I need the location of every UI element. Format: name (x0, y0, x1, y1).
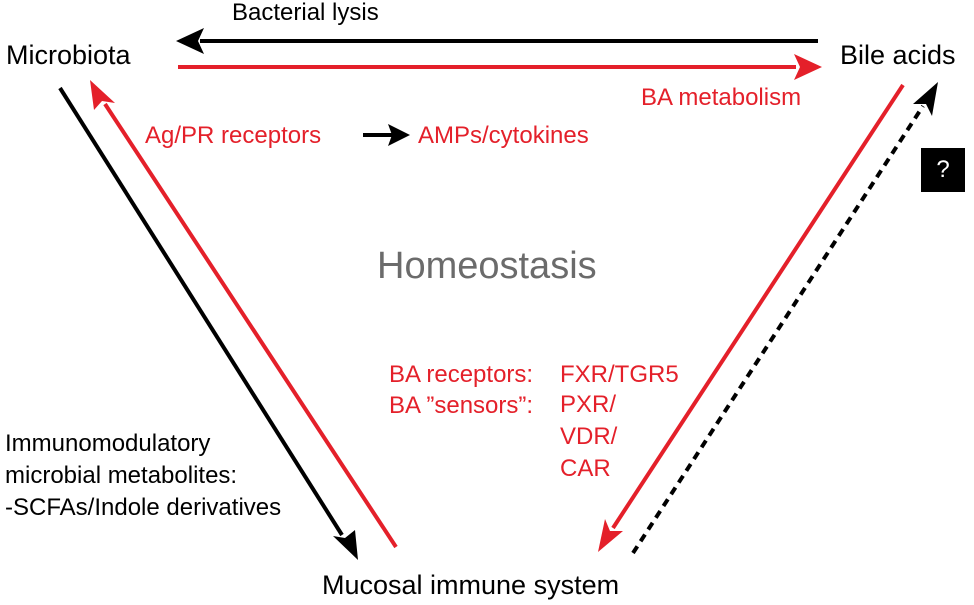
sensor-list: PXR/ VDR/ CAR (560, 389, 617, 485)
immunomodulatory-metabolites-text: Immunomodulatory microbial metabolites: … (5, 428, 281, 524)
node-bile-acids: Bile acids (840, 40, 956, 70)
text-line: -SCFAs/Indole derivatives (5, 494, 282, 521)
node-microbiota: Microbiota (6, 40, 131, 70)
label-ba-sensors: BA ”sensors”: (389, 392, 534, 419)
node-mucosal-immune-system: Mucosal immune system (322, 570, 620, 600)
arrow-bacterial-lysis (176, 28, 818, 54)
arrow-bileacids-to-immune (598, 83, 905, 552)
center-label-homeostasis: Homeostasis (377, 245, 597, 287)
text-line: microbial metabolites: (5, 462, 238, 489)
label-ba-receptors: BA receptors: (389, 361, 534, 388)
arrow-immune-to-microbiota (90, 80, 398, 549)
sensor-item: CAR (560, 455, 611, 482)
arrow-receptors-to-amps (363, 124, 410, 146)
sensor-item: VDR/ (560, 423, 618, 450)
label-ag-pr-receptors: Ag/PR receptors (145, 122, 322, 149)
arrow-immune-to-bileacids-dashed (631, 82, 938, 555)
question-mark-box: ? (921, 148, 965, 192)
text-line: Immunomodulatory (5, 430, 211, 457)
label-bacterial-lysis: Bacterial lysis (232, 0, 379, 26)
arrow-microbiota-to-immune (58, 86, 358, 560)
label-amps-cytokines: AMPs/cytokines (418, 122, 589, 149)
label-fxr-tgr5: FXR/TGR5 (560, 361, 679, 388)
arrow-ba-metabolism (178, 54, 822, 80)
sensor-item: PXR/ (560, 391, 617, 418)
label-ba-metabolism: BA metabolism (641, 84, 802, 111)
